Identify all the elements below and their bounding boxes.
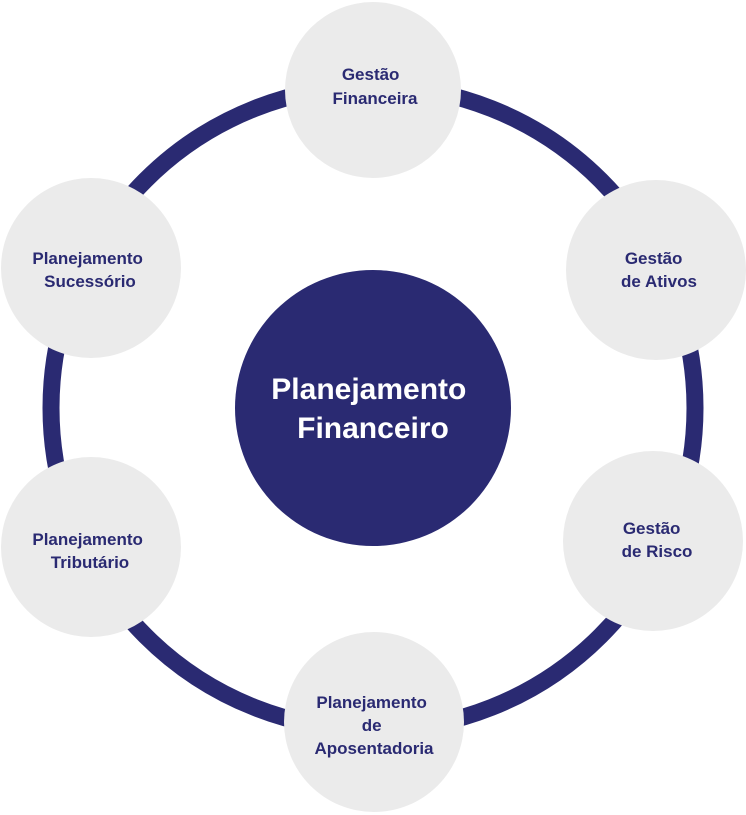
node-circle: [1, 178, 181, 358]
svg-text:Planejamento Financeiro: Planejamento Financeiro: [271, 373, 474, 445]
node-planejamento-tributario: Planejamento Tributário: [1, 457, 181, 637]
node-label-line: Gestão: [625, 249, 683, 268]
node-label-line: de Ativos: [621, 272, 697, 291]
center-label-line: Planejamento: [271, 373, 466, 406]
svg-text:Planejamento Sucessório: Planejamento Sucessório: [32, 249, 147, 291]
node-label-line: Gestão: [623, 519, 681, 538]
node-circle: [1, 457, 181, 637]
node-label-line: Sucessório: [44, 272, 136, 291]
node-gestao-de-risco: Gestão de Risco: [563, 451, 743, 631]
node-planejamento-de-aposentadoria: Planejamento de Aposentadoria: [284, 632, 464, 812]
svg-text:Planejamento Tributário: Planejamento Tributário: [32, 530, 147, 572]
node-circle: [284, 632, 464, 812]
node-planejamento-sucessorio: Planejamento Sucessório: [1, 178, 181, 358]
svg-text:Gestão Financeira: Gestão Financeira: [332, 65, 418, 108]
node-label-line: Tributário: [51, 553, 129, 572]
node-label-line: Planejamento: [32, 530, 143, 549]
svg-text:Gestão de Ativos: Gestão de Ativos: [621, 249, 697, 291]
center-circle: [235, 270, 511, 546]
node-label-line: Financeira: [332, 89, 418, 108]
node-circle: [285, 2, 461, 178]
center-label-line: Financeiro: [297, 412, 449, 445]
node-label-line: Planejamento: [32, 249, 143, 268]
node-label-line: Planejamento: [316, 693, 427, 712]
svg-text:Gestão de Risco: Gestão de Risco: [622, 519, 693, 561]
node-label-line: de Risco: [622, 542, 693, 561]
node-circle: [563, 451, 743, 631]
node-label-line: Aposentadoria: [314, 739, 434, 758]
center-node: Planejamento Financeiro: [235, 270, 511, 546]
node-label-line: de: [362, 716, 382, 735]
svg-text:Planejamento de Ap: Planejamento de Aposentadoria: [314, 693, 434, 758]
node-gestao-de-ativos: Gestão de Ativos: [566, 180, 746, 360]
node-gestao-financeira: Gestão Financeira: [285, 2, 461, 178]
node-label-line: Gestão: [342, 65, 400, 84]
node-circle: [566, 180, 746, 360]
